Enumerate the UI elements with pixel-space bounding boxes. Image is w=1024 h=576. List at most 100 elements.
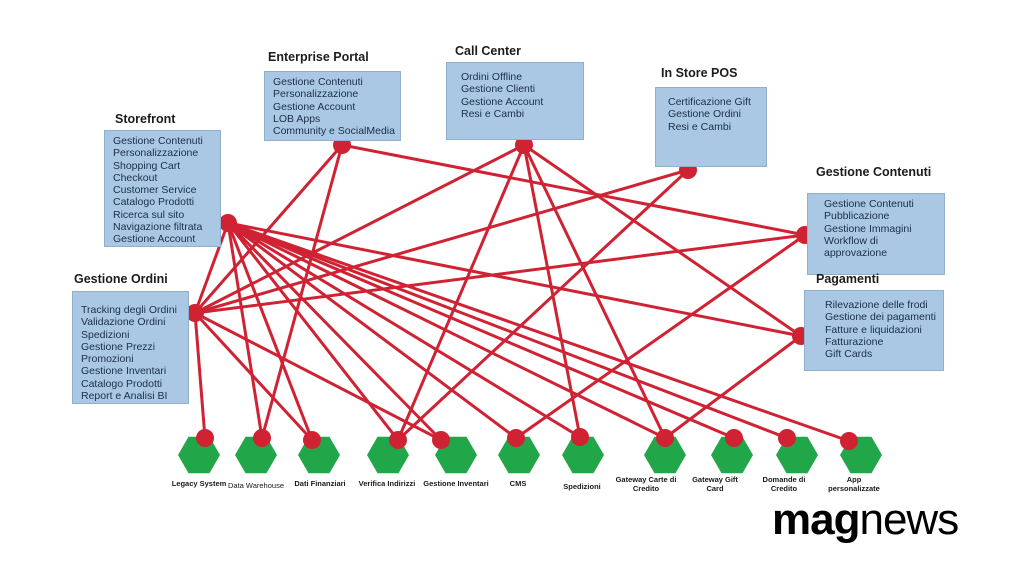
- system-hexagon: [711, 436, 753, 474]
- call-center-item: Resi e Cambi: [461, 107, 525, 120]
- gestione-ordini-title: Gestione Ordini: [74, 272, 168, 286]
- system-connector-dot: [219, 214, 237, 232]
- in-store-pos-item: Gestione Ordini: [668, 108, 741, 121]
- storefront-item: Shopping Cart: [113, 159, 181, 172]
- in-store-pos-box: Certificazione Gift Gestione Ordini Resi…: [655, 87, 767, 167]
- connection-line: [226, 221, 851, 443]
- pagamenti-item: Gift Cards: [825, 348, 873, 361]
- enterprise-portal-item: Community e SocialMedia: [273, 125, 395, 138]
- connection-line: [226, 221, 443, 442]
- system-label-app-personalizzate: App personalizzate: [828, 475, 880, 493]
- system-label-legacy: Legacy System: [171, 479, 227, 488]
- logo-regular-part: news: [859, 495, 959, 544]
- connection-line: [226, 221, 582, 439]
- storefront-item: Gestione Account: [113, 233, 196, 246]
- connection-line: [193, 233, 807, 315]
- gestione-ordini-item: Catalogo Prodotti: [81, 377, 163, 390]
- call-center-box: Ordini Offline Gestione Clienti Gestione…: [446, 62, 584, 140]
- connection-line: [193, 143, 344, 315]
- connection-line: [396, 168, 690, 442]
- enterprise-portal-box: Gestione Contenuti Personalizzazione Ges…: [264, 71, 401, 141]
- in-store-pos-item: Certificazione Gift: [668, 96, 751, 108]
- connection-line: [522, 143, 803, 338]
- system-connector-dot: [303, 431, 321, 449]
- connection-line: [193, 311, 314, 442]
- gestione-ordini-item: Spedizioni: [81, 328, 130, 341]
- pagamenti-title: Pagamenti: [816, 272, 880, 286]
- call-center-item: Gestione Clienti: [461, 83, 536, 96]
- connection-line: [226, 221, 803, 338]
- connection-line: [226, 221, 518, 440]
- gestione-contenuti-title: Gestione Contenuti: [816, 165, 932, 179]
- connection-line: [226, 221, 789, 440]
- system-connector-dot: [253, 429, 271, 447]
- system-connector-dot: [389, 431, 407, 449]
- call-center-item: Gestione Account: [461, 95, 544, 108]
- system-connector-dot: [571, 428, 589, 446]
- gestione-ordini-item: Report e Analisi BI: [81, 390, 168, 403]
- system-connector-dot: [196, 429, 214, 447]
- system-label-gestione-inventari: Gestione Inventari: [423, 479, 489, 488]
- connection-line: [193, 143, 526, 315]
- connection-line: [396, 143, 526, 442]
- connection-line: [193, 311, 443, 442]
- gestione-ordini-item: Tracking degli Ordini: [81, 304, 177, 316]
- connection-line: [663, 334, 803, 440]
- system-hexagons: [178, 436, 882, 474]
- hub-connector-dot: [515, 136, 533, 154]
- gestione-ordini-item: Promozioni: [81, 353, 134, 366]
- storefront-item: Personalizzazione: [113, 147, 199, 160]
- pagamenti-item: Rilevazione delle frodi: [825, 299, 928, 311]
- storefront-item: Catalogo Prodotti: [113, 196, 195, 209]
- gestione-contenuti-item: Gestione Contenuti: [824, 198, 914, 210]
- gestione-contenuti-item: Pubblicazione: [824, 210, 890, 223]
- enterprise-portal-item: Gestione Account: [273, 100, 356, 113]
- connection-line: [340, 143, 807, 237]
- pagamenti-box: Rilevazione delle frodi Gestione dei pag…: [804, 290, 944, 371]
- gestione-contenuti-item: Workflow di: [824, 234, 879, 247]
- system-label-domande-credito: Domande di Credito: [762, 475, 806, 493]
- storefront-box: Gestione Contenuti Personalizzazione Sho…: [104, 130, 221, 247]
- storefront-item: Navigazione filtrata: [113, 221, 203, 234]
- hub-connector-dot: [186, 304, 204, 322]
- connection-lines: [193, 143, 851, 443]
- gestione-ordini-item: Gestione Prezzi: [81, 340, 156, 353]
- logo-bold-part: mag: [772, 495, 860, 544]
- system-connector-dot: [725, 429, 743, 447]
- in-store-pos-item: Resi e Cambi: [668, 120, 732, 133]
- storefront-item: Ricerca sul sito: [113, 208, 185, 221]
- storefront-item: Gestione Contenuti: [113, 135, 203, 147]
- system-label-verifica-indirizzi: Verifica Indirizzi: [358, 479, 416, 488]
- system-label-gateway-gift-card: Gateway Gift Card: [692, 475, 738, 493]
- gestione-contenuti-box: Gestione Contenuti Pubblicazione Gestion…: [807, 193, 945, 275]
- gestione-ordini-item: Validazione Ordini: [81, 316, 166, 329]
- in-store-pos-title: In Store POS: [661, 66, 738, 80]
- connection-line: [226, 221, 667, 440]
- gestione-contenuti-item: Gestione Immagini: [824, 222, 912, 235]
- enterprise-portal-title: Enterprise Portal: [268, 50, 369, 64]
- connection-line: [193, 311, 207, 440]
- system-label-data-warehouse: Data Warehouse: [227, 481, 284, 490]
- connection-line: [193, 221, 230, 315]
- system-label-gateway-carte: Gateway Carte di Credito: [615, 475, 677, 493]
- magnews-logo: magnews: [772, 495, 959, 544]
- system-connector-dot: [778, 429, 796, 447]
- enterprise-portal-item: LOB Apps: [273, 112, 321, 125]
- gestione-ordini-item: Gestione Inventari: [81, 365, 167, 378]
- storefront-item: Checkout: [113, 171, 158, 184]
- system-hexagon: [178, 436, 220, 474]
- connection-line: [193, 168, 690, 315]
- storefront-item: Customer Service: [113, 184, 197, 197]
- pagamenti-item: Fatturazione: [825, 335, 884, 348]
- call-center-item: Ordini Offline: [461, 71, 523, 83]
- storefront-title: Storefront: [115, 112, 176, 126]
- system-hexagon: [644, 436, 686, 474]
- connection-line: [226, 221, 264, 440]
- call-center-title: Call Center: [455, 44, 521, 58]
- system-hexagon: [235, 436, 277, 474]
- gestione-contenuti-item: approvazione: [824, 247, 888, 260]
- system-label-dati-finanziari: Dati Finanziari: [294, 479, 346, 488]
- pagamenti-item: Gestione dei pagamenti: [825, 311, 936, 324]
- system-label-spedizioni: Spedizioni: [563, 482, 601, 491]
- connection-line: [260, 143, 344, 440]
